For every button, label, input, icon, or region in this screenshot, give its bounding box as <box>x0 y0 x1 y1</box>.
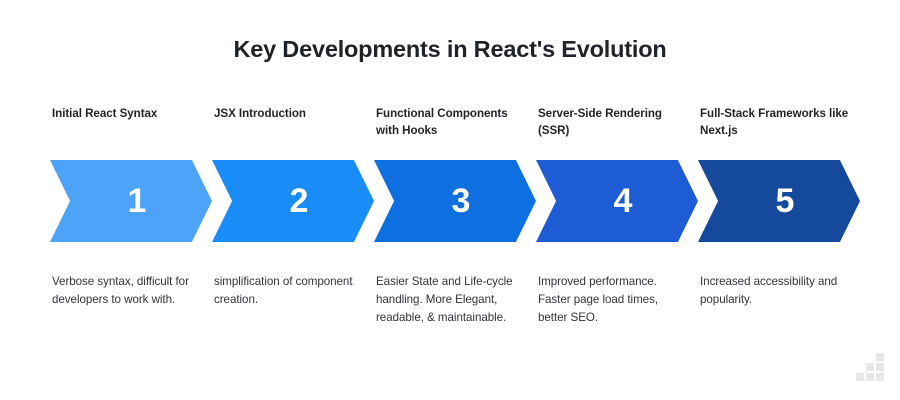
logo-block-2 <box>866 373 874 381</box>
logo-block-6 <box>876 353 884 361</box>
step-label-5: Full-Stack Frameworks like Next.js <box>700 107 849 137</box>
process-steps-container: Initial React Syntax 1 Verbose syntax, d… <box>50 105 860 365</box>
logo-block-4 <box>876 373 884 381</box>
step-description-5: Increased accessibility and popularity. <box>700 275 838 306</box>
process-step-5: Full-Stack Frameworks like Next.js 5 Inc… <box>698 105 860 365</box>
step-description-4: Improved performance. Faster page load t… <box>538 275 659 324</box>
step-label-4: Server-Side Rendering (SSR) <box>538 107 662 137</box>
chevron-arrow-5 <box>698 160 860 242</box>
chevron-arrow-4 <box>536 160 698 242</box>
step-description-1: Verbose syntax, difficult for developers… <box>52 275 189 306</box>
process-step-4: Server-Side Rendering (SSR) 4 Improved p… <box>536 105 698 365</box>
step-description-2: simplification of component creation. <box>214 275 353 306</box>
chevron-arrow-1 <box>50 160 212 242</box>
chevron-arrow-3 <box>374 160 536 242</box>
process-step-1: Initial React Syntax 1 Verbose syntax, d… <box>50 105 212 365</box>
step-label-3: Functional Components with Hooks <box>376 107 508 137</box>
chevron-arrow-2 <box>212 160 374 242</box>
logo-block-1 <box>856 373 864 381</box>
step-description-3: Easier State and Life-cycle handling. Mo… <box>376 275 513 324</box>
page-title: Key Developments in React's Evolution <box>233 36 667 62</box>
process-step-2: JSX Introduction 2 simplification of com… <box>212 105 374 365</box>
staircase-bars-logo-icon <box>856 353 886 382</box>
step-label-2: JSX Introduction <box>214 107 306 120</box>
step-label-1: Initial React Syntax <box>52 107 158 120</box>
logo-block-3 <box>866 363 874 371</box>
logo-block-5 <box>876 363 884 371</box>
process-step-3: Functional Components with Hooks 3 Easie… <box>374 105 536 365</box>
